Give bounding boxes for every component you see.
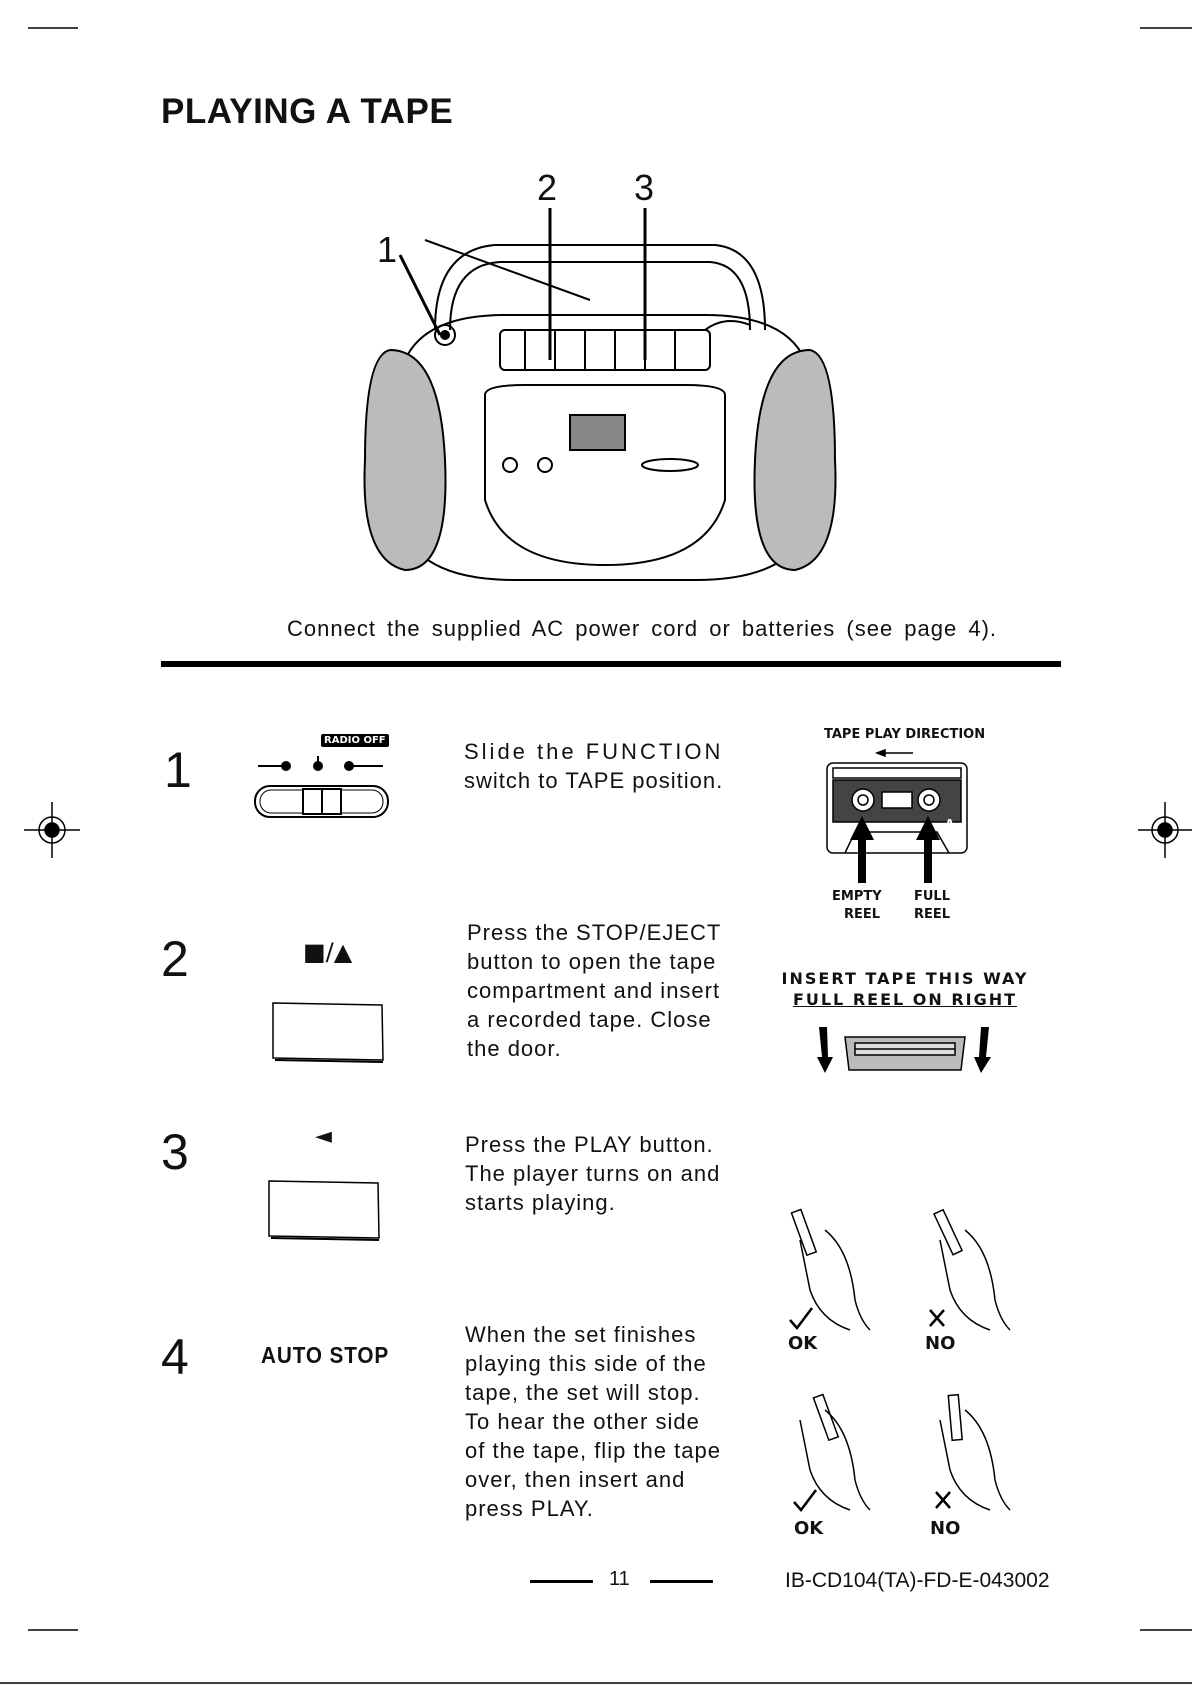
- step-2-text: Press the STOP/EJECT button to open the …: [467, 920, 722, 1061]
- page-number: 11: [609, 1568, 630, 1590]
- footer-rule-right: [650, 1580, 713, 1583]
- play-icon: ◄: [315, 1124, 332, 1149]
- callout-2: 2: [537, 167, 558, 208]
- head-cleaning-illustrations: [789, 1208, 1011, 1512]
- left-speaker: [363, 348, 447, 572]
- insert-tape-instructions: INSERT TAPE THIS WAY FULL REEL ON RIGHT: [781, 969, 1029, 1009]
- cross-icon: [929, 1309, 945, 1327]
- handle: [434, 244, 766, 331]
- antenna: [424, 239, 591, 301]
- step-number: 3: [161, 1124, 189, 1180]
- insert-arrow-right: [974, 1027, 991, 1073]
- full-reel-arrow: [916, 816, 940, 883]
- ok-mark-label: OK: [794, 1518, 824, 1539]
- empty-reel-arrow: [850, 816, 874, 883]
- boombox-illustration: [363, 208, 837, 581]
- intro-text: Connect the supplied AC power cord or ba…: [287, 616, 998, 641]
- cross-icon: [935, 1491, 951, 1509]
- section-divider: [161, 661, 1061, 667]
- no-mark-label: NO: [930, 1518, 961, 1539]
- check-icon: [793, 1489, 817, 1512]
- tape-play-direction-label: TAPE PLAY DIRECTION: [824, 727, 986, 742]
- stop-eject-button-icon: [272, 1002, 384, 1063]
- registration-mark-left: [24, 802, 80, 858]
- cassette-insert-illustration: [817, 1027, 991, 1073]
- footer-rule-left: [530, 1580, 593, 1583]
- display-window: [569, 414, 626, 451]
- page-title: PLAYING A TAPE: [161, 92, 454, 131]
- check-icon: [789, 1307, 813, 1330]
- stop-eject-icon: ■/▲: [303, 938, 353, 966]
- registration-mark-right: [1138, 802, 1192, 858]
- cassette-door: [499, 329, 711, 371]
- insert-arrow-left: [817, 1027, 833, 1073]
- play-button-icon: [268, 1180, 380, 1241]
- step-1-text: Slide the FUNCTION switch to TAPE positi…: [464, 739, 724, 793]
- no-mark-label: NO: [925, 1333, 956, 1354]
- document-id: IB-CD104(TA)-FD-E-043002: [785, 1569, 1050, 1592]
- callout-1: 1: [377, 229, 398, 270]
- right-speaker: [753, 348, 837, 572]
- step-number: 4: [161, 1329, 189, 1385]
- auto-stop-label: AUTO STOP: [261, 1342, 390, 1368]
- step-4-text: When the set finishes playing this side …: [465, 1322, 721, 1521]
- ok-mark-label: OK: [788, 1333, 818, 1354]
- callout-3: 3: [634, 167, 655, 208]
- cassette-diagram: A: [826, 748, 968, 883]
- side-a-letter: A: [945, 817, 955, 831]
- step-3-text: Press the PLAY button. The player turns …: [465, 1132, 721, 1215]
- step-number: 2: [161, 931, 189, 987]
- full-reel-label: FULL REEL: [914, 889, 951, 922]
- empty-reel-label: EMPTY REEL: [832, 889, 882, 922]
- step-number: 1: [164, 742, 192, 798]
- function-switch-icon: RADIO OFF: [254, 734, 395, 820]
- radio-off-label: RADIO OFF: [321, 734, 389, 747]
